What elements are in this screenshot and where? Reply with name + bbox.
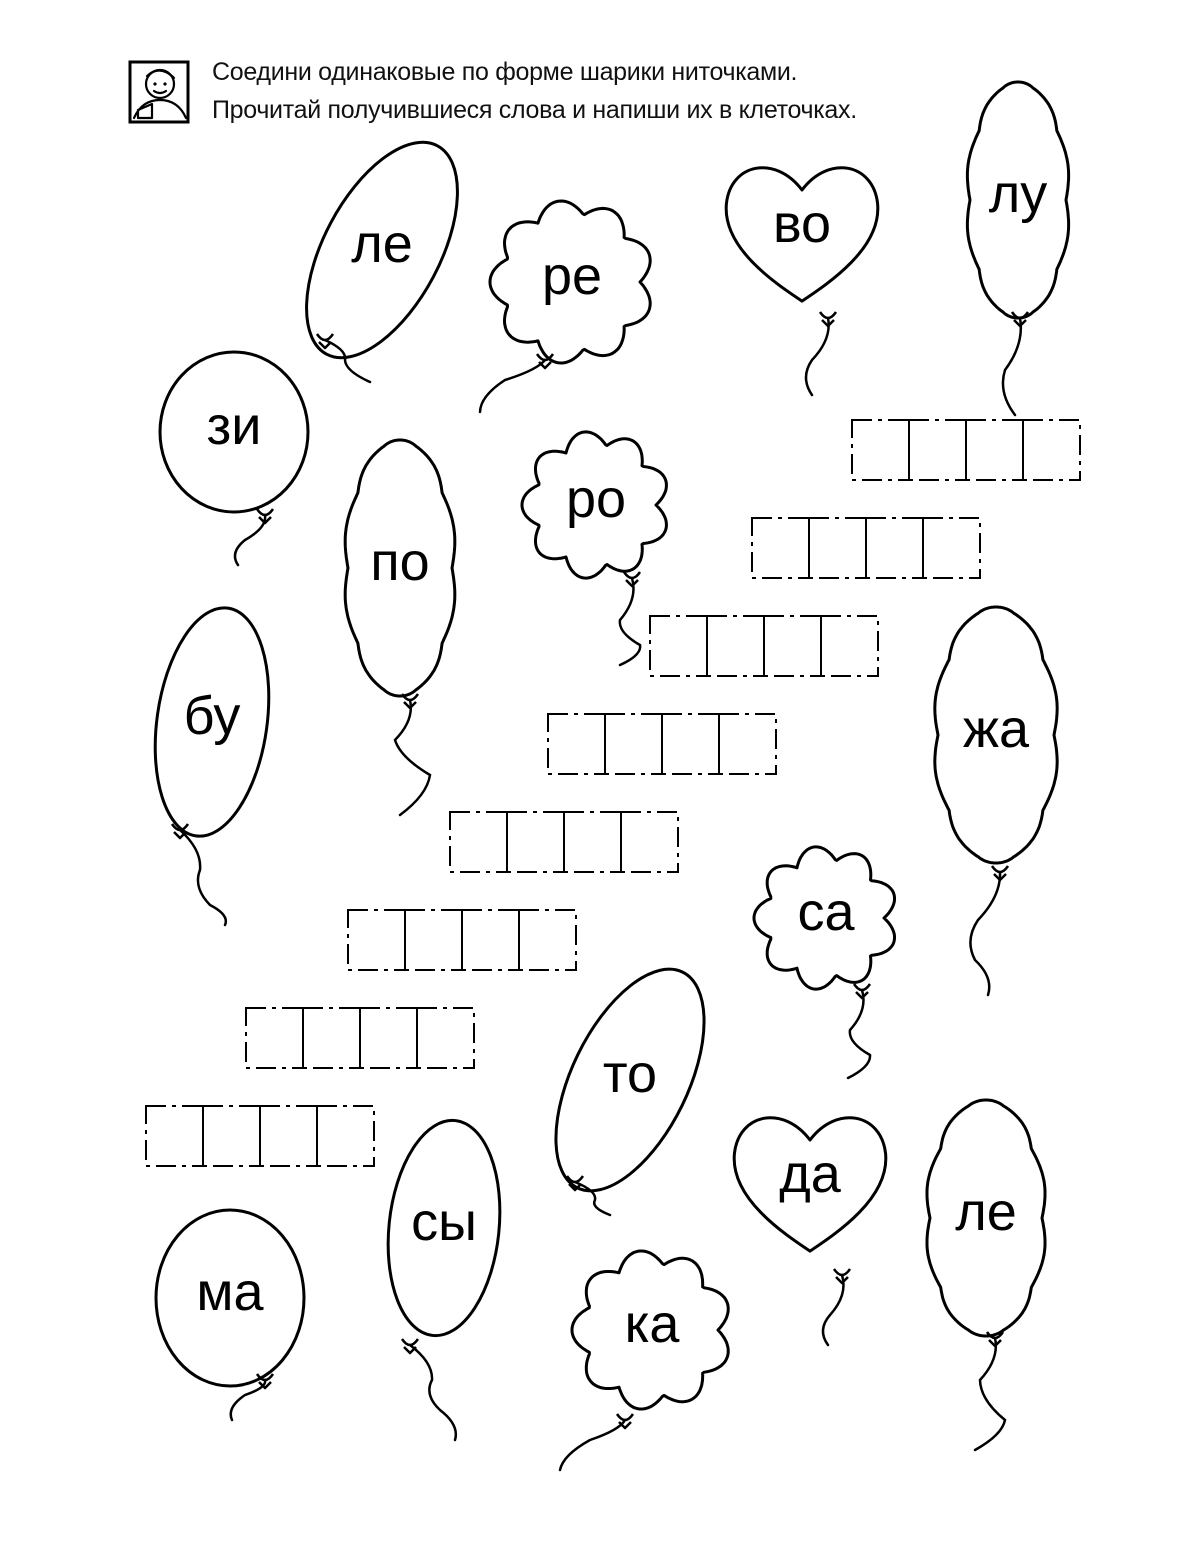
answer-cell[interactable] bbox=[764, 616, 821, 676]
answer-cell[interactable] bbox=[507, 812, 564, 872]
balloon-string[interactable] bbox=[410, 1345, 456, 1440]
balloon-syllable: ле bbox=[351, 214, 413, 274]
balloon-wavy: жа bbox=[935, 607, 1057, 995]
balloon-string[interactable] bbox=[970, 872, 1000, 995]
answer-cell[interactable] bbox=[923, 518, 980, 578]
balloon-syllable: да bbox=[779, 1144, 842, 1204]
balloon-cloud: са bbox=[754, 847, 895, 1078]
answer-row bbox=[752, 518, 980, 578]
balloon-syllable: лу bbox=[989, 164, 1048, 224]
balloon-syllable: во bbox=[773, 194, 831, 254]
answer-cell[interactable] bbox=[203, 1106, 260, 1166]
balloon-string[interactable] bbox=[560, 1420, 625, 1470]
balloon-syllable: по bbox=[370, 532, 429, 592]
answer-row bbox=[852, 420, 1080, 480]
balloon-knot bbox=[317, 334, 333, 348]
balloon-heart: во bbox=[726, 168, 878, 395]
balloon-cloud: ре bbox=[480, 201, 650, 412]
answer-cell[interactable] bbox=[450, 812, 507, 872]
answer-row bbox=[246, 1008, 474, 1068]
answer-cell[interactable] bbox=[662, 714, 719, 774]
balloon-heart: да bbox=[734, 1118, 886, 1345]
balloon-wavy: по bbox=[345, 440, 455, 815]
balloon-oval: сы bbox=[378, 1115, 510, 1440]
answer-cell[interactable] bbox=[605, 714, 662, 774]
balloon-syllable: бу bbox=[184, 686, 241, 746]
balloon-syllable: ре bbox=[542, 246, 602, 306]
answer-cell[interactable] bbox=[246, 1008, 303, 1068]
balloon-string[interactable] bbox=[480, 360, 545, 412]
balloon-syllable: ка bbox=[625, 1294, 681, 1354]
answer-cell[interactable] bbox=[519, 910, 576, 970]
balloon-string[interactable] bbox=[975, 1338, 1005, 1450]
balloon-syllable: зи bbox=[207, 396, 262, 456]
balloon-string[interactable] bbox=[180, 830, 226, 925]
answer-row bbox=[146, 1106, 374, 1166]
answer-cell[interactable] bbox=[719, 714, 776, 774]
balloon-string[interactable] bbox=[823, 1275, 844, 1345]
answer-cell[interactable] bbox=[146, 1106, 203, 1166]
balloon-string[interactable] bbox=[1003, 318, 1021, 415]
answer-cell[interactable] bbox=[752, 518, 809, 578]
answer-row bbox=[650, 616, 878, 676]
answer-cell[interactable] bbox=[707, 616, 764, 676]
answer-cell[interactable] bbox=[1023, 420, 1080, 480]
answer-cell[interactable] bbox=[564, 812, 621, 872]
balloon-syllable: жа bbox=[963, 699, 1030, 759]
answer-row bbox=[548, 714, 776, 774]
balloon-syllable: ма bbox=[196, 1262, 264, 1322]
answer-cell[interactable] bbox=[621, 812, 678, 872]
balloon-wavy: лу bbox=[967, 82, 1068, 415]
answer-cell[interactable] bbox=[462, 910, 519, 970]
answer-cell[interactable] bbox=[317, 1106, 374, 1166]
balloon-string[interactable] bbox=[325, 340, 370, 382]
balloon-wavy: ле bbox=[927, 1100, 1045, 1450]
balloon-circle: зи bbox=[160, 352, 308, 565]
balloon-syllable: ро bbox=[566, 469, 626, 529]
answer-cell[interactable] bbox=[548, 714, 605, 774]
answer-cell[interactable] bbox=[360, 1008, 417, 1068]
balloon-string[interactable] bbox=[806, 318, 829, 395]
balloon-oval: ле bbox=[275, 119, 488, 382]
answer-cell[interactable] bbox=[405, 910, 462, 970]
balloon-syllable: сы bbox=[411, 1192, 477, 1252]
answer-cell[interactable] bbox=[417, 1008, 474, 1068]
answer-cell[interactable] bbox=[809, 518, 866, 578]
answer-cell[interactable] bbox=[852, 420, 909, 480]
balloon-string[interactable] bbox=[235, 515, 265, 565]
balloon-string[interactable] bbox=[395, 700, 430, 815]
answer-cell[interactable] bbox=[821, 616, 878, 676]
child-reading-icon bbox=[130, 62, 188, 122]
answer-cell[interactable] bbox=[303, 1008, 360, 1068]
answer-cell[interactable] bbox=[650, 616, 707, 676]
answer-cell[interactable] bbox=[909, 420, 966, 480]
balloon-cloud: ро bbox=[522, 432, 666, 665]
answer-cell[interactable] bbox=[348, 910, 405, 970]
answer-cell[interactable] bbox=[966, 420, 1023, 480]
answer-cell[interactable] bbox=[260, 1106, 317, 1166]
balloon-string[interactable] bbox=[848, 990, 870, 1078]
balloon-syllable: са bbox=[797, 882, 855, 942]
balloon-syllable: то bbox=[603, 1044, 657, 1104]
balloon-circle: ма bbox=[156, 1210, 304, 1420]
balloon-oval: бу bbox=[142, 600, 283, 925]
answer-cell[interactable] bbox=[866, 518, 923, 578]
answer-row bbox=[450, 812, 678, 872]
balloon-syllable: ле bbox=[955, 1182, 1017, 1242]
balloon-cloud: ка bbox=[560, 1251, 728, 1470]
balloon-oval: то bbox=[525, 947, 734, 1215]
balloon-string[interactable] bbox=[620, 578, 640, 665]
answer-row bbox=[348, 910, 576, 970]
balloons: ле ре во лу зи по ро бу жа са то сы да ле ма ка bbox=[142, 82, 1069, 1470]
